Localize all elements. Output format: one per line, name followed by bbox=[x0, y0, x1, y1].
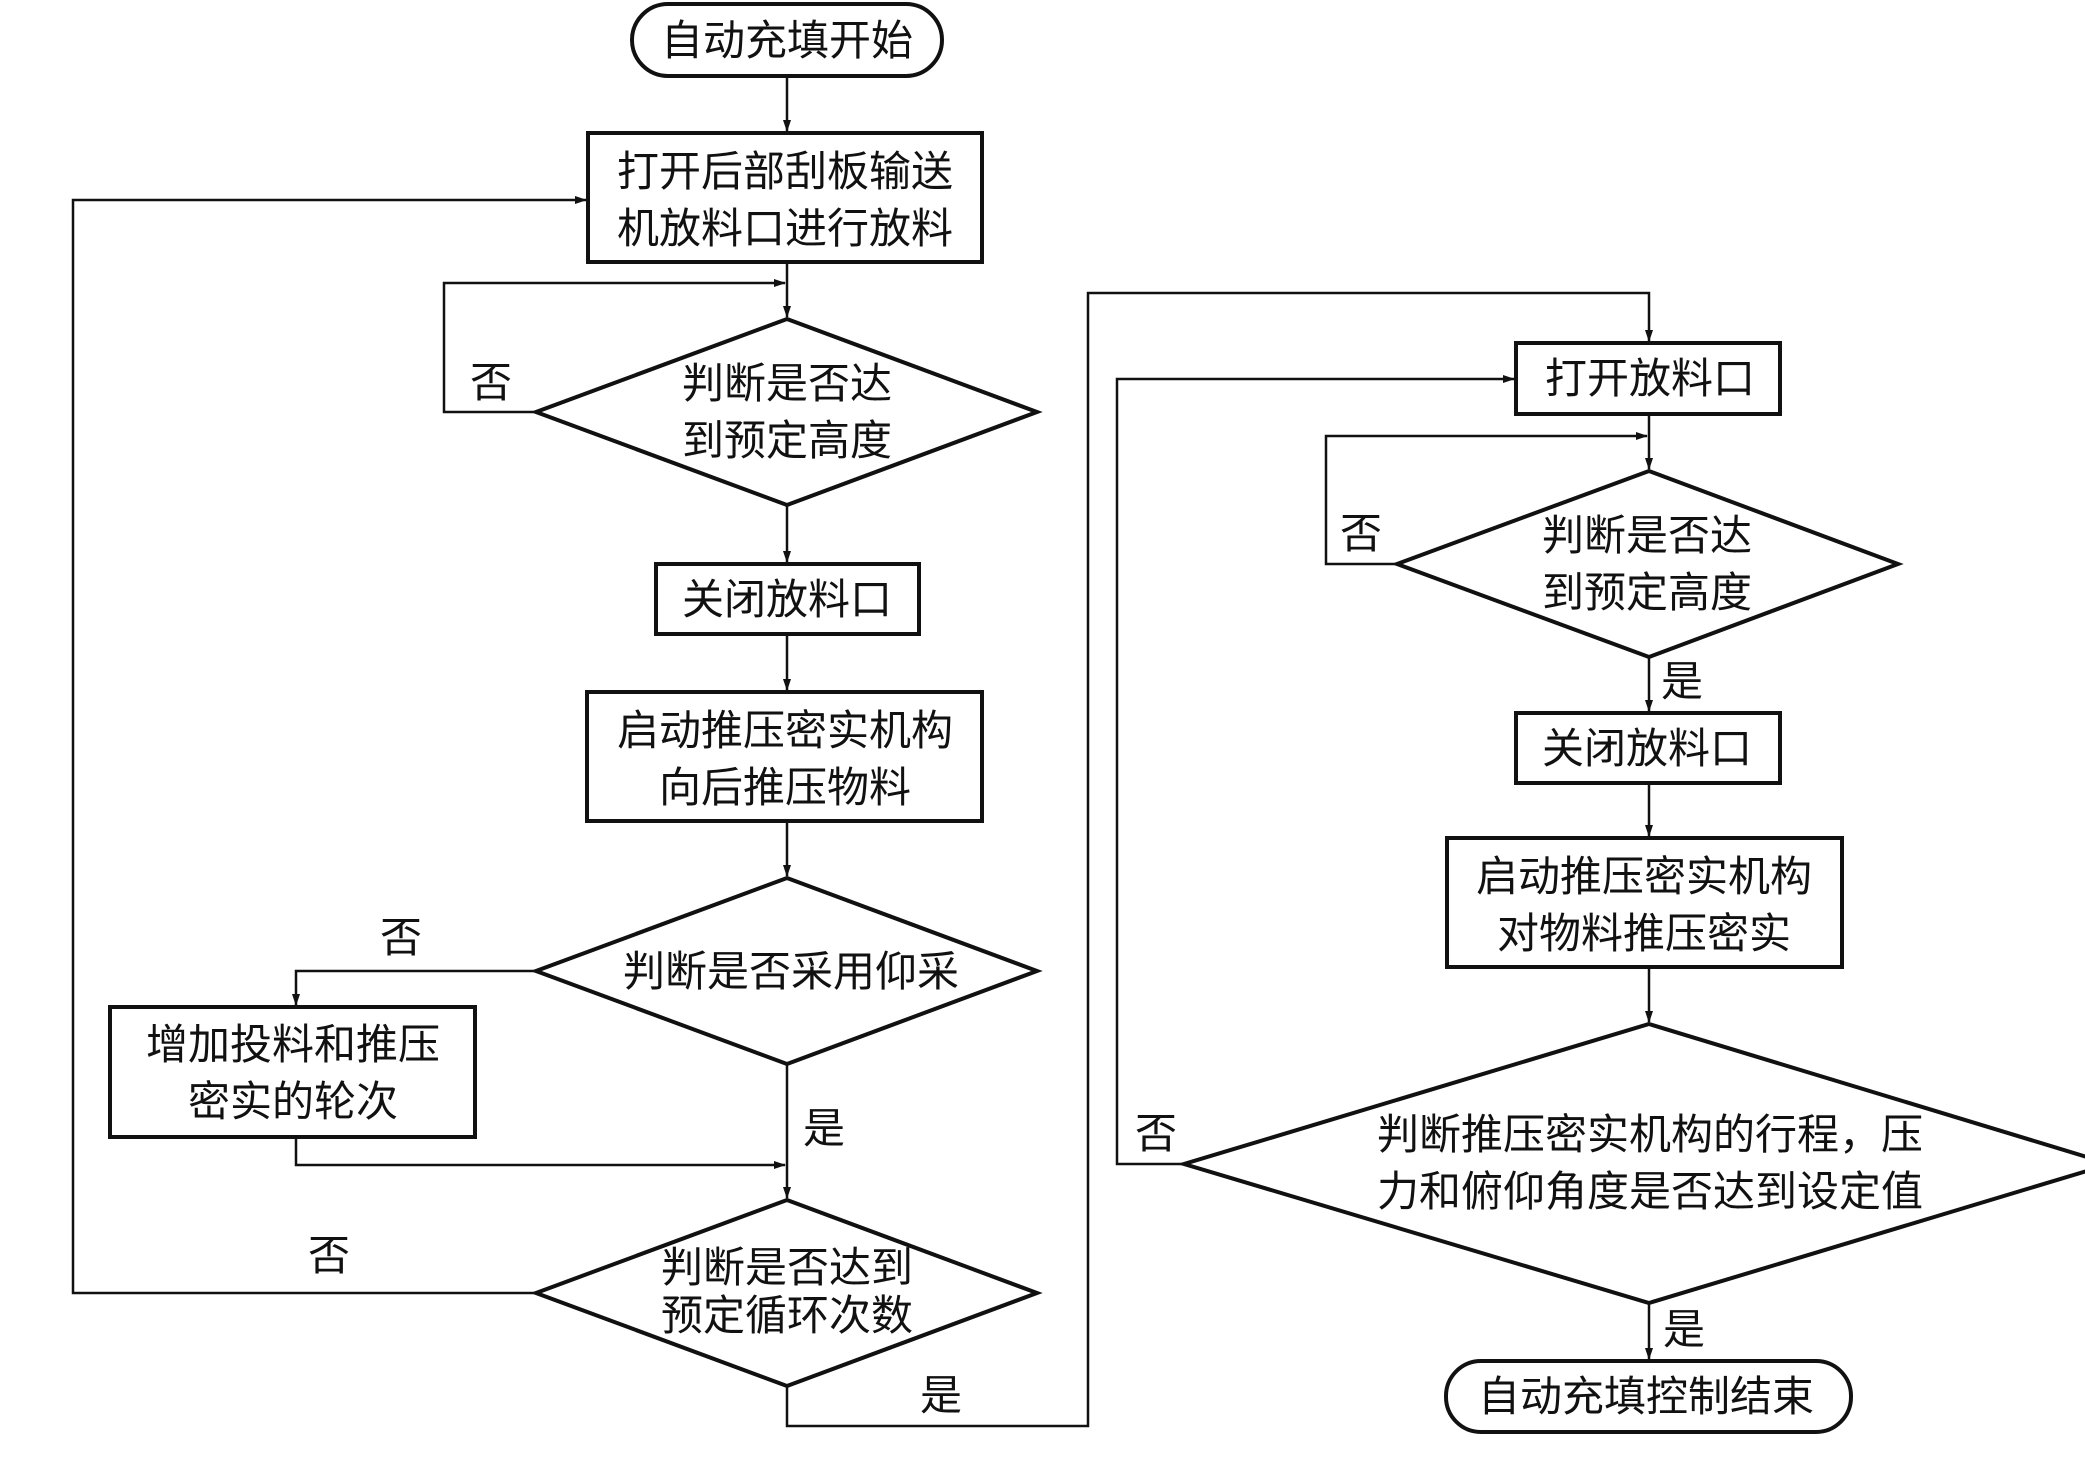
edge-labels: 否 否 是 否 是 否 是 否 是 bbox=[308, 358, 1705, 1420]
node-check-setpoints-line-2: 力和俯仰角度是否达到设定值 bbox=[1377, 1167, 1923, 1216]
node-increase-rounds: 增加投料和推压 密实的轮次 bbox=[108, 1005, 477, 1139]
node-start-press-back: 启动推压密实机构 向后推压物料 bbox=[585, 690, 984, 823]
edge-check-cycles-no bbox=[71, 196, 587, 1295]
node-start: 自动充填开始 bbox=[630, 2, 944, 78]
node-end: 自动充填控制结束 bbox=[1444, 1359, 1853, 1434]
label-yes-check-height-2: 是 bbox=[1661, 657, 1703, 706]
label-no-check-upward: 否 bbox=[380, 913, 422, 962]
node-check-height-1: 判断是否达 到预定高度 bbox=[530, 316, 1043, 508]
edge-check-height-2-no-loop bbox=[1324, 432, 1648, 566]
node-check-cycles-line-1: 判断是否达到 bbox=[661, 1243, 913, 1292]
label-no-check-height-2: 否 bbox=[1340, 509, 1382, 558]
node-start-press-back-line-2: 向后推压物料 bbox=[659, 763, 911, 812]
node-close-outlet-1: 关闭放料口 bbox=[654, 562, 921, 636]
node-end-text: 自动充填控制结束 bbox=[1478, 1372, 1814, 1421]
node-check-height-1-line-1: 判断是否达 bbox=[682, 359, 892, 408]
node-start-press-compact-line-2: 对物料推压密实 bbox=[1497, 909, 1791, 958]
node-start-text: 自动充填开始 bbox=[661, 16, 913, 65]
label-no-check-setpoints: 否 bbox=[1135, 1109, 1177, 1158]
node-open-rear-conveyor-line-1: 打开后部刮板输送 bbox=[617, 147, 953, 196]
node-check-height-2-line-2: 到预定高度 bbox=[1542, 568, 1752, 617]
node-check-cycles-line-2: 预定循环次数 bbox=[661, 1291, 913, 1340]
node-check-upward-mining-text: 判断是否采用仰采 bbox=[623, 947, 959, 996]
label-yes-check-cycles: 是 bbox=[920, 1371, 962, 1420]
node-start-press-back-line-1: 启动推压密实机构 bbox=[617, 706, 953, 755]
label-yes-check-upward: 是 bbox=[803, 1104, 845, 1153]
node-start-press-compact: 启动推压密实机构 对物料推压密实 bbox=[1445, 836, 1844, 969]
node-start-press-compact-line-1: 启动推压密实机构 bbox=[1476, 852, 1812, 901]
edges bbox=[71, 76, 1653, 1428]
node-check-setpoints-line-1: 判断推压密实机构的行程，压 bbox=[1377, 1110, 1923, 1159]
node-close-outlet-2-text: 关闭放料口 bbox=[1542, 724, 1752, 773]
node-open-rear-conveyor-line-2: 机放料口进行放料 bbox=[617, 204, 953, 253]
edge-check-height-1-no-loop bbox=[442, 279, 786, 414]
edge-increase-rounds-to-merge bbox=[294, 1137, 786, 1169]
node-increase-rounds-line-2: 密实的轮次 bbox=[188, 1077, 398, 1126]
node-check-height-1-line-2: 到预定高度 bbox=[682, 416, 892, 465]
edge-check-setpoints-no bbox=[1115, 375, 1515, 1166]
node-close-outlet-2: 关闭放料口 bbox=[1514, 711, 1782, 785]
node-open-outlet-text: 打开放料口 bbox=[1545, 354, 1755, 403]
node-check-cycles: 判断是否达到 预定循环次数 bbox=[530, 1197, 1043, 1389]
edge-check-upward-no bbox=[292, 969, 536, 1006]
node-close-outlet-1-text: 关闭放料口 bbox=[682, 575, 892, 624]
node-check-height-2-line-1: 判断是否达 bbox=[1542, 511, 1752, 560]
node-check-height-2: 判断是否达 到预定高度 bbox=[1391, 468, 1904, 660]
label-yes-check-setpoints: 是 bbox=[1663, 1305, 1705, 1354]
edge-check-cycles-yes bbox=[785, 291, 1653, 1428]
label-no-check-cycles: 否 bbox=[308, 1231, 350, 1280]
node-open-rear-conveyor: 打开后部刮板输送 机放料口进行放料 bbox=[586, 131, 984, 264]
label-no-check-height-1: 否 bbox=[470, 358, 512, 407]
node-check-upward-mining: 判断是否采用仰采 bbox=[530, 875, 1043, 1067]
node-check-setpoints: 判断推压密实机构的行程，压 力和俯仰角度是否达到设定值 bbox=[1177, 1021, 2085, 1306]
node-increase-rounds-line-1: 增加投料和推压 bbox=[146, 1020, 440, 1069]
node-open-outlet: 打开放料口 bbox=[1514, 341, 1782, 416]
